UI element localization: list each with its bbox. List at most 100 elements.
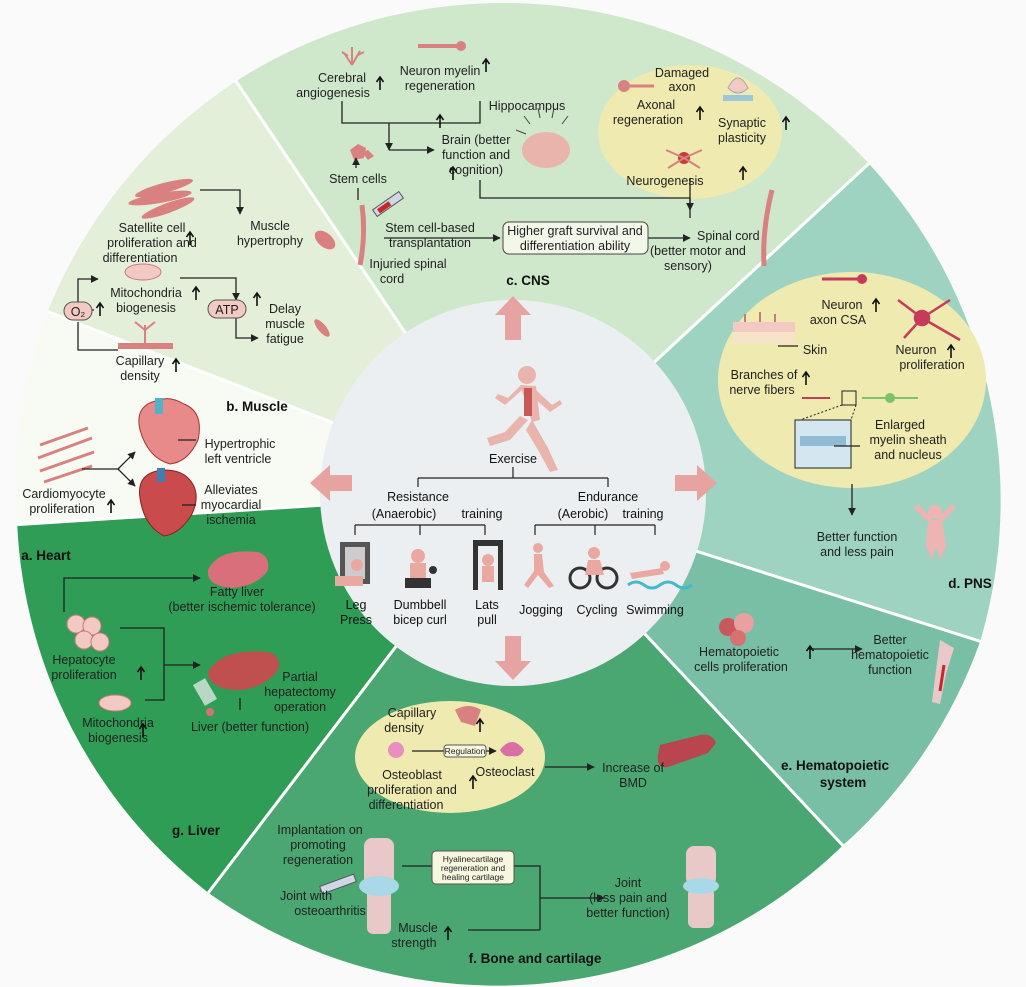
mito-label-1: Mitochondria	[110, 286, 182, 300]
pns-csa-label-1: Neuron	[822, 298, 863, 312]
fatty-label-1: Fatty liver	[210, 585, 264, 599]
cns-title: c. CNS	[506, 273, 550, 288]
pns-title: d. PNS	[948, 576, 992, 591]
synaptic-label-1: Synaptic	[718, 116, 766, 130]
atp-badge	[207, 299, 247, 319]
satellite-label-1: Satellite cell	[119, 221, 186, 235]
liver-operation-icon	[192, 651, 279, 716]
increase-arrow-icon	[481, 57, 491, 72]
cycling-icon	[568, 547, 619, 590]
neurogenesis-icon	[665, 149, 703, 169]
delay-label-3: fatigue	[266, 332, 304, 346]
dumbbell-label-1: Dumbbell	[394, 598, 447, 612]
brain-label-2: function and	[442, 148, 510, 162]
partial-label-2: hepatectomy	[264, 685, 336, 699]
increase-arrow-icon	[171, 357, 181, 372]
hyal-label-2: regeneration and	[441, 863, 506, 873]
satellite-label-3: differentiation	[103, 251, 178, 265]
skin-icon	[733, 312, 795, 344]
increase-arrow-icon	[695, 105, 705, 120]
mitochondria-icon	[124, 263, 162, 281]
myelin-zoom-icon	[794, 390, 857, 469]
pns-prolif-label-2: proliferation	[899, 358, 964, 372]
increase-arrow-icon	[738, 165, 748, 180]
delay-label-2: muscle	[265, 317, 305, 331]
increase-arrow-icon	[191, 285, 201, 300]
happy-person-icon	[914, 504, 956, 560]
joint-label-3: better function)	[586, 906, 669, 920]
bmd-label-2: BMD	[619, 776, 647, 790]
increase-arrow-icon	[801, 370, 811, 385]
heart-connectors	[82, 439, 196, 506]
hemato-section: Hematopoietic cells proliferation Better…	[694, 613, 954, 790]
hep-label-2: proliferation	[51, 668, 116, 682]
hemato-title-1: e. Hematopoietic	[781, 758, 890, 773]
atp-label: ATP	[215, 303, 238, 317]
graft-label-1: Higher graft survival and	[507, 224, 643, 238]
endurance-label: Endurance	[578, 490, 639, 504]
pns-connectors	[778, 345, 860, 516]
stem-cells-icon	[350, 144, 374, 160]
muscle-connectors	[72, 189, 259, 351]
bone-cap-label-1: Capillary	[388, 706, 437, 720]
delay-label-1: Delay	[269, 302, 302, 316]
osteoblast-icon	[388, 742, 404, 758]
joint-label-2: (less pain and	[589, 891, 667, 905]
leg-press-label-2: Press	[340, 613, 372, 627]
hemato-cells-label-1: Hematopoietic	[699, 645, 779, 659]
nerve-branches-icon	[802, 393, 918, 403]
increase-arrow-icon	[375, 75, 385, 90]
axonal-label-2: regeneration	[613, 113, 683, 127]
impl-label-3: regeneration	[283, 853, 353, 867]
bone-muscle-label-1: Muscle	[398, 921, 438, 935]
cerebral-vessel-icon	[341, 47, 365, 66]
hemato-title-2: system	[820, 775, 867, 790]
bone-title: f. Bone and cartilage	[469, 951, 602, 966]
center-circle	[320, 300, 706, 686]
arrow-down	[495, 636, 531, 680]
impl-label-2: promoting	[290, 838, 346, 852]
partial-label-1: Partial	[282, 670, 317, 684]
cap-label-2: density	[120, 369, 160, 383]
neuron-myelin-icon	[418, 41, 466, 51]
cerebral-label-2: angiogenesis	[296, 86, 370, 100]
bmd-label-1: Increase of	[602, 761, 664, 775]
arrow-up	[495, 296, 531, 340]
spinal-label-2: (better motor and	[650, 244, 746, 258]
osteoclast-icon	[500, 742, 524, 757]
transplant-label-2: transplantation	[389, 236, 471, 250]
capillary-icon	[118, 321, 173, 349]
cerebral-label-1: Cerebral	[318, 71, 366, 85]
liver-mito-icon	[98, 694, 132, 712]
pns-myelin-label-2: myelin sheath	[869, 433, 946, 447]
regulation-label: Regulation	[445, 746, 486, 756]
heart-section: Hypertrophic left ventricle Alleviates m…	[21, 398, 275, 563]
leg-press-icon	[335, 542, 370, 586]
resistance-anaerobic: (Anaerobic)	[372, 507, 437, 521]
spinal-cord-icon	[761, 189, 775, 267]
hemato-better-label-1: Better	[873, 633, 906, 647]
exercise-label: Exercise	[489, 452, 537, 466]
increase-arrow-icon	[435, 113, 445, 128]
damaged-label-1: Damaged	[655, 66, 709, 80]
lats-pull-icon	[473, 540, 503, 590]
jogging-icon	[524, 543, 554, 588]
heart-alle-label-2: myocardial	[201, 498, 261, 512]
muscle-fatigue-icon	[314, 319, 330, 337]
arrow-right	[675, 465, 717, 501]
lats-label-1: Lats	[475, 598, 499, 612]
bmd-bone-icon	[657, 734, 716, 768]
osteo-label-2: proliferation and	[367, 783, 457, 797]
fatty-label-2: (better ischemic tolerance)	[168, 600, 315, 614]
injured-label-2: cord	[380, 272, 404, 286]
myelin-label-1: Neuron myelin	[400, 64, 481, 78]
heart-icon-bottom	[139, 468, 197, 537]
heart-hyper-label-1: Hypertrophic	[205, 437, 276, 451]
mito-label-2: biogenesis	[116, 301, 176, 315]
exercise-tree	[354, 467, 656, 535]
jogging-label: Jogging	[519, 603, 563, 617]
injured-spinal-cord-icon	[357, 204, 367, 266]
hemato-cells-label-2: cells proliferation	[694, 660, 788, 674]
graft-label-2: differentiation ability	[520, 239, 631, 253]
